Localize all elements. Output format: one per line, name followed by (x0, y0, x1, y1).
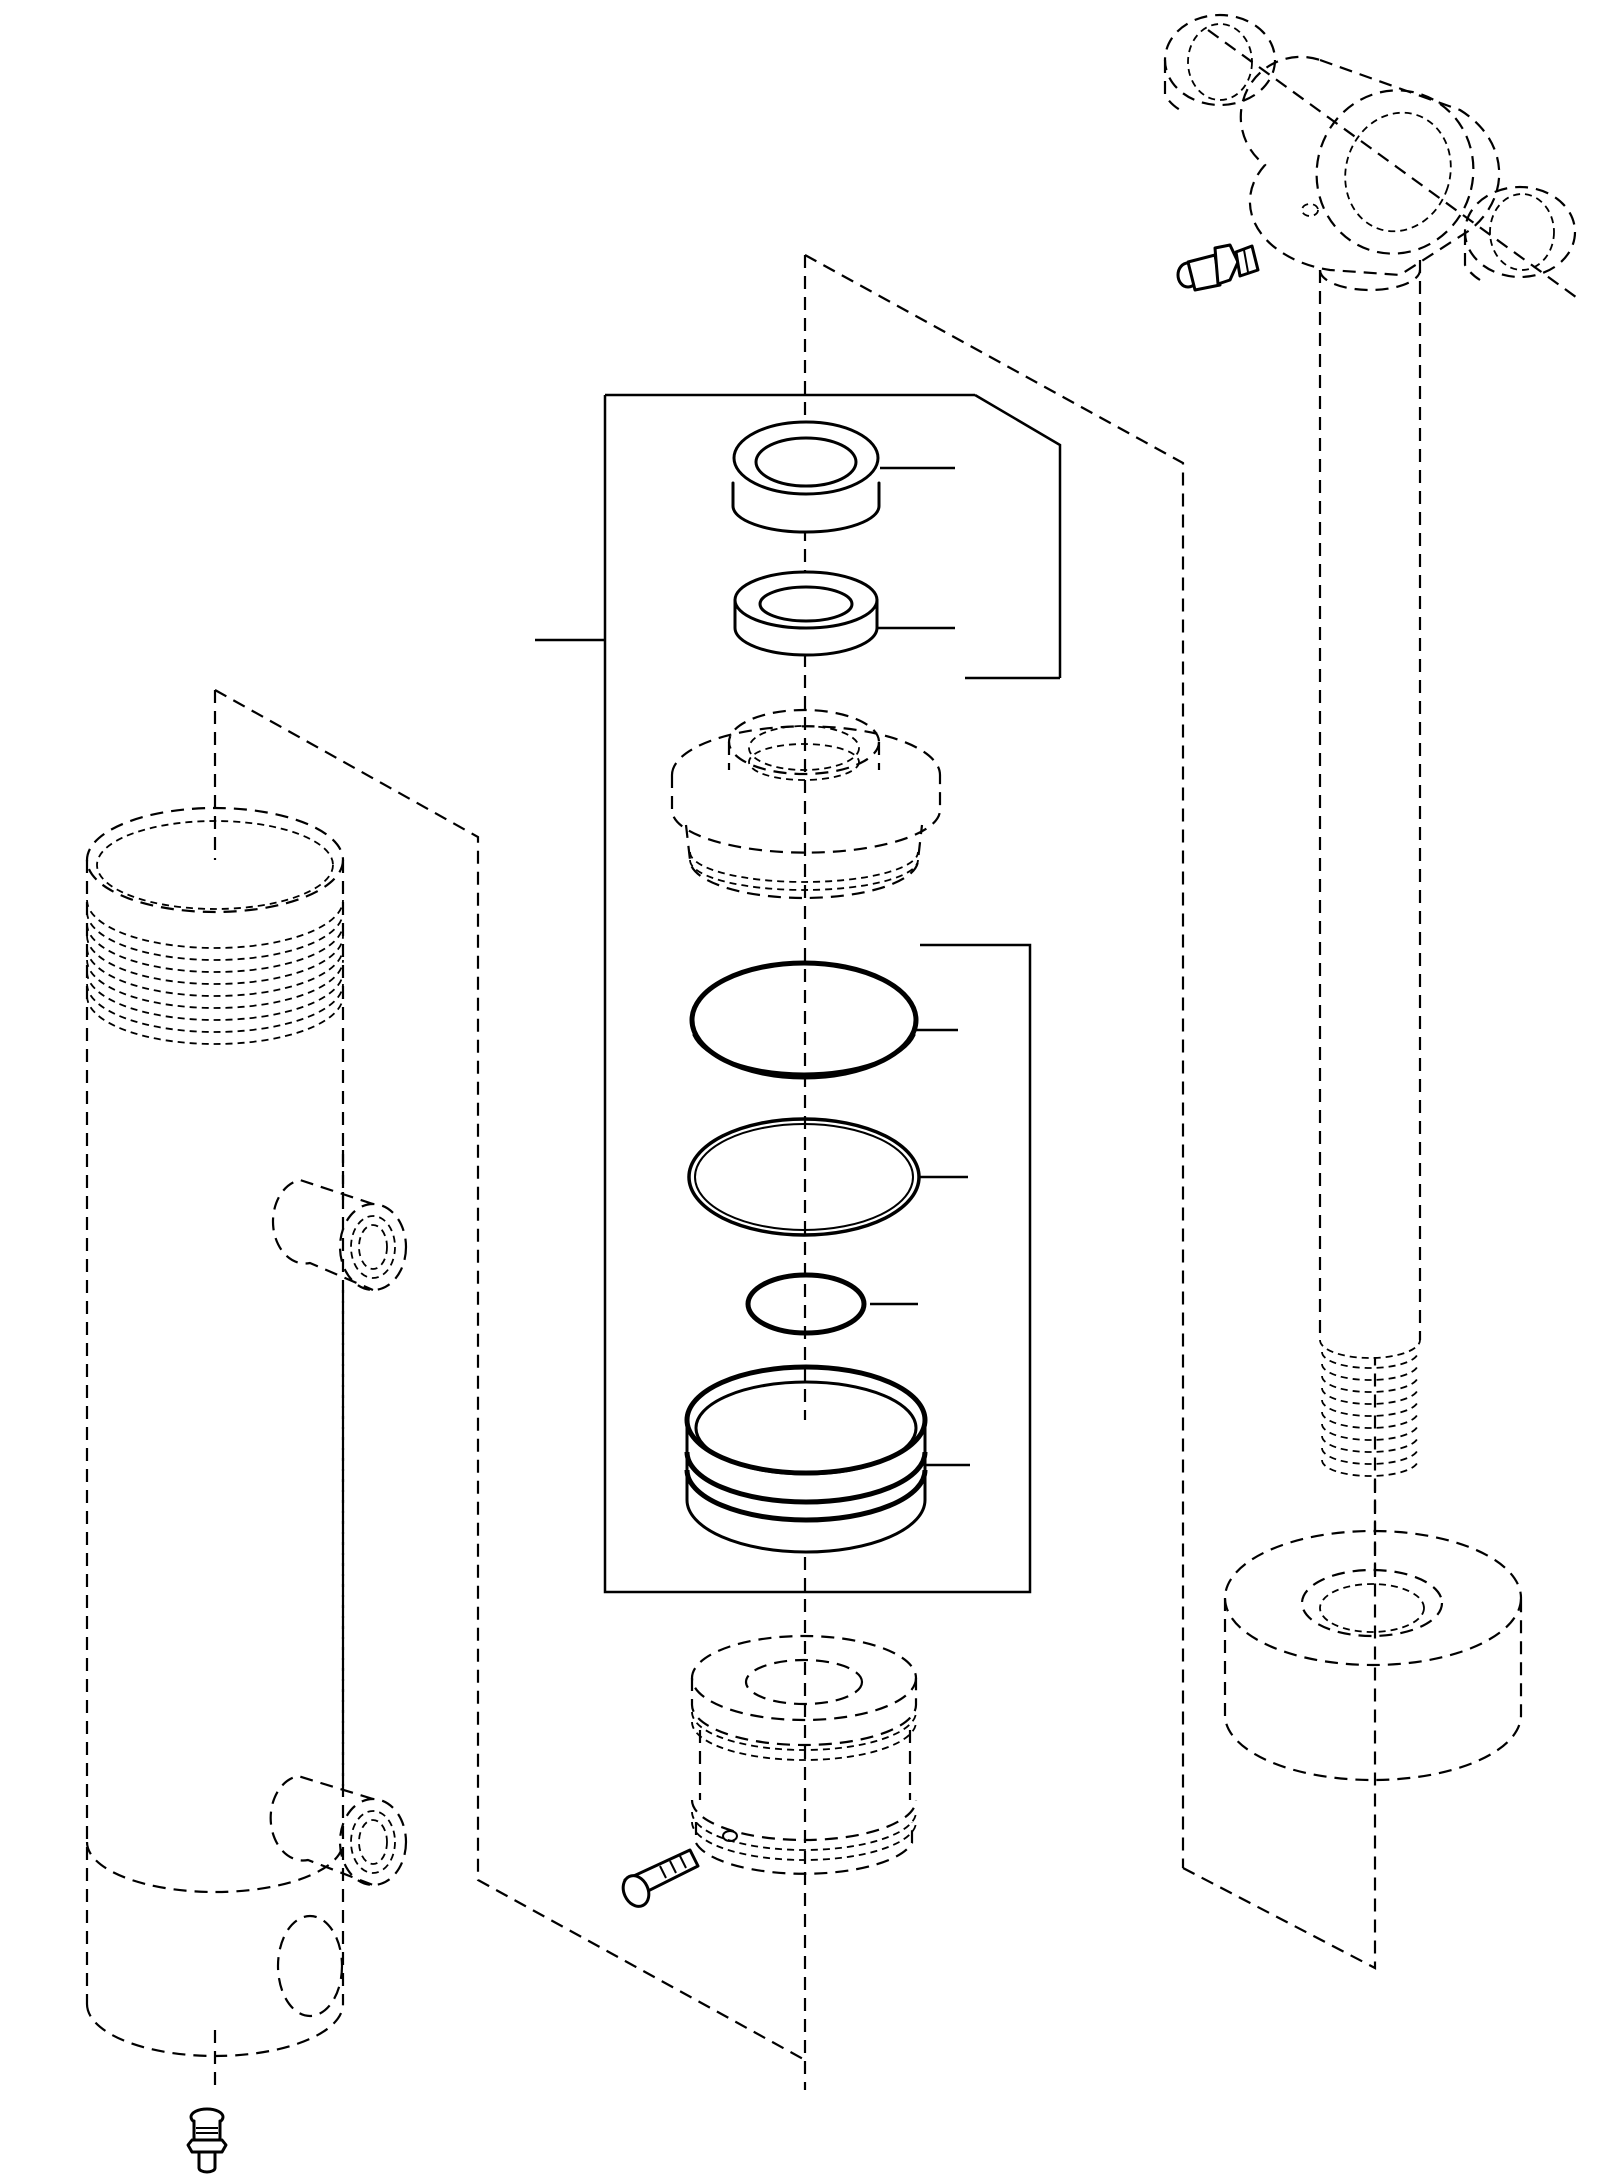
piston-rod (1318, 260, 1422, 1580)
rod-threads (1319, 1339, 1421, 1477)
seal-kit-bracket (535, 393, 1062, 1594)
center-section-outline (804, 254, 1377, 1970)
piston-seal (684, 1364, 970, 1554)
piston (690, 1634, 918, 1875)
gland-o-ring (687, 1117, 968, 1237)
rod-eye-bushings (1163, 13, 1577, 281)
rod-nut (1223, 1529, 1523, 1782)
barrel-axis-outline (213, 689, 806, 2061)
small-o-ring (745, 1272, 918, 1336)
wiper-seal (731, 420, 955, 534)
rod-grease-fitting (1176, 243, 1260, 292)
barrel-threads (86, 899, 344, 1045)
gland (670, 708, 942, 900)
gland-o-ring-backup (689, 960, 958, 1080)
rod-eye (1207, 29, 1581, 301)
piston-set-screw (621, 1830, 738, 1908)
cylinder-barrel (85, 806, 345, 2090)
rod-seal (733, 570, 955, 657)
barrel-port-lower (269, 1290, 408, 2018)
barrel-grease-fitting (186, 2107, 228, 2174)
barrel-port-upper (271, 1150, 408, 1292)
